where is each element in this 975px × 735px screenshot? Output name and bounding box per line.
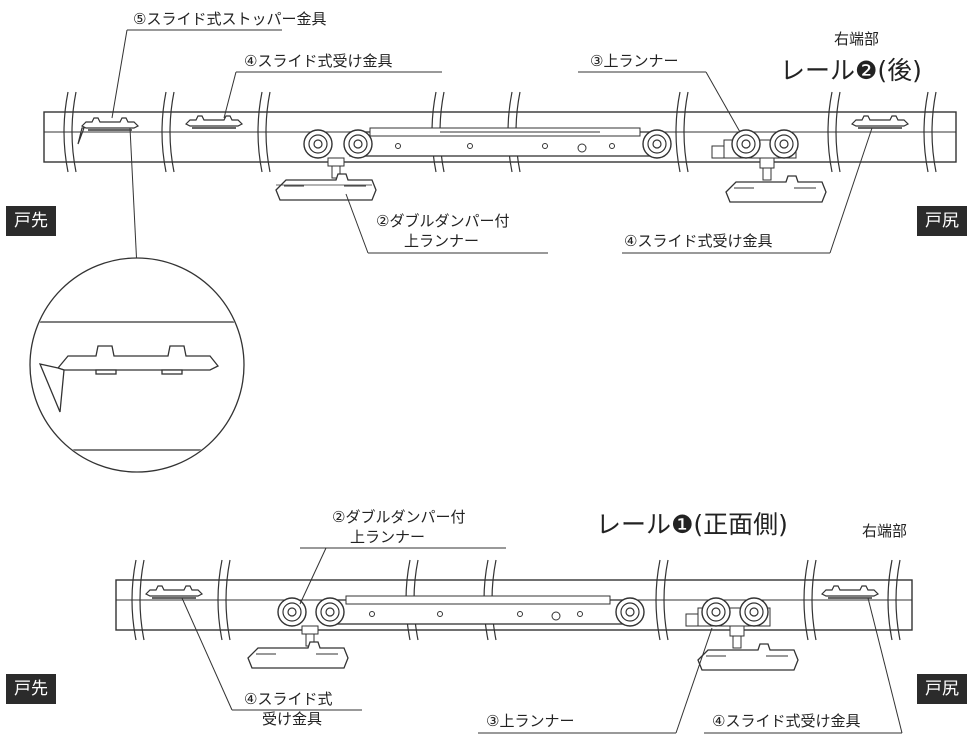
top-rail — [43, 91, 957, 203]
bottom-upper-runner — [685, 597, 799, 671]
top-stopper — [77, 117, 139, 145]
top-damper-runner-label-2: 上ランナー — [404, 232, 480, 250]
top-receiver-right-label: ④スライド式受け金具 — [624, 232, 773, 250]
top-receiver-left-label: ④スライド式受け金具 — [244, 52, 393, 70]
bottom-right-end-label: 右端部 — [862, 522, 908, 540]
detail-magnifier — [29, 257, 245, 473]
bottom-receiver-left-label-2: 受け金具 — [262, 710, 323, 728]
bottom-break-marks — [131, 559, 901, 641]
bottom-door-front-tag: 戸先 — [6, 674, 56, 704]
bottom-receiver-left-label-1: ④スライド式 — [244, 690, 333, 708]
bottom-damper-runner — [247, 595, 645, 669]
top-damper-runner — [275, 127, 672, 201]
bottom-upper-runner-label: ③上ランナー — [486, 712, 575, 730]
top-door-back-tag: 戸尻 — [917, 206, 967, 236]
bottom-door-back-tag: 戸尻 — [917, 674, 967, 704]
top-door-front-tag: 戸先 — [6, 206, 56, 236]
top-upper-runner — [711, 129, 827, 203]
bottom-damper-runner-label-1: ②ダブルダンパー付 — [332, 508, 466, 526]
top-rail-title: レール❷(後) — [780, 56, 922, 85]
top-stopper-label: ⑤スライド式ストッパー金具 — [133, 10, 327, 28]
top-upper-runner-label: ③上ランナー — [590, 52, 679, 70]
top-leaders — [111, 29, 873, 269]
bottom-damper-runner-label-2: 上ランナー — [350, 528, 426, 546]
bottom-rail — [115, 559, 913, 671]
bottom-leaders — [181, 547, 903, 734]
bottom-rail-title: レール❶(正面側) — [596, 510, 788, 539]
top-damper-runner-label-1: ②ダブルダンパー付 — [376, 212, 510, 230]
top-right-end-label: 右端部 — [834, 30, 880, 48]
bottom-receiver-right-label: ④スライド式受け金具 — [712, 712, 861, 730]
